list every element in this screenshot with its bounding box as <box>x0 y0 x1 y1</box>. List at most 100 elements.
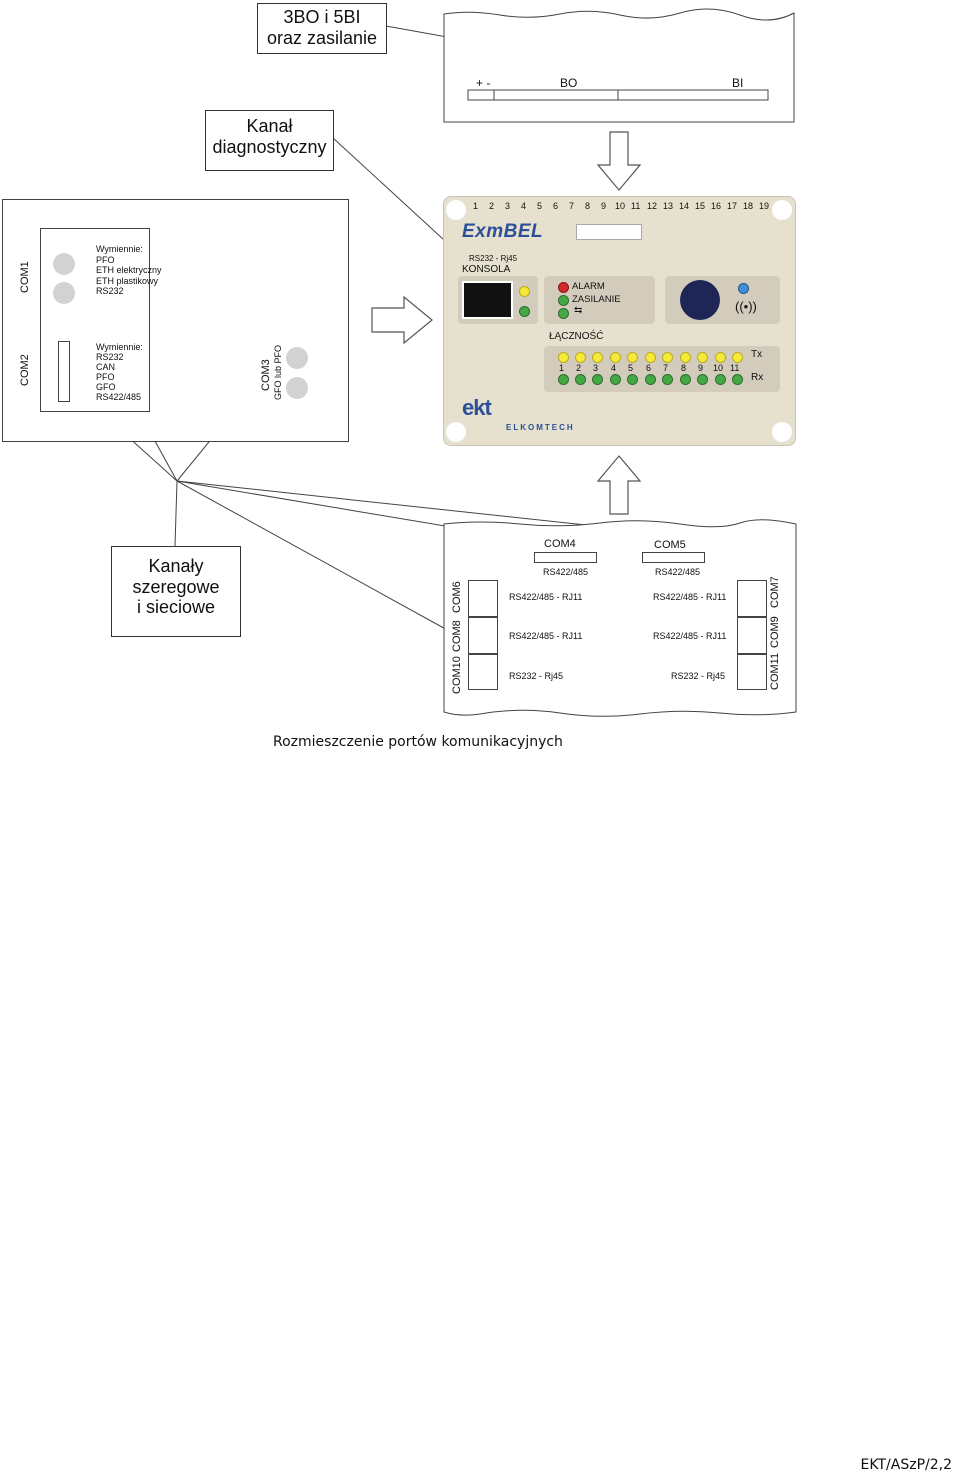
top-panel <box>443 8 795 123</box>
channel-number: 9 <box>698 363 704 373</box>
rx-led <box>558 374 569 385</box>
tx-led <box>680 352 691 363</box>
company-name: ELKOMTECH <box>506 423 575 432</box>
document-footer: EKT/ASzP/2,2 <box>860 1457 952 1473</box>
power-callout-line2: oraz zasilanie <box>266 27 378 48</box>
com5-label: COM5 <box>654 539 686 551</box>
terminal-number: 1 <box>473 201 479 211</box>
mount-hole <box>772 200 792 220</box>
rx-led <box>627 374 638 385</box>
blue-led <box>738 283 749 294</box>
connectivity-panel: 1 2 3 4 5 6 7 8 9 10 11 Tx Rx <box>544 346 780 392</box>
tx-led <box>575 352 586 363</box>
power-callout-line1: 3BO i 5BI <box>283 7 361 27</box>
console-sublabel: RS232 - Rj45 <box>469 254 518 263</box>
console-label: KONSOLA <box>462 264 511 275</box>
tx-led <box>732 352 743 363</box>
connector-lines <box>64 25 661 633</box>
tx-label: Tx <box>751 349 763 360</box>
com11-port <box>737 654 767 690</box>
com7-port <box>737 580 767 617</box>
terminal-number: 17 <box>727 201 738 211</box>
terminal-number: 18 <box>743 201 754 211</box>
channel-number: 8 <box>681 363 687 373</box>
com4-label: COM4 <box>544 538 576 550</box>
device-front: 1 2 3 4 5 6 7 8 9 10 11 12 13 14 15 16 1… <box>443 196 796 446</box>
com10-label: COM10 <box>451 656 463 694</box>
com10-port <box>468 654 498 690</box>
rx-led <box>645 374 656 385</box>
terminal-number: 13 <box>663 201 674 211</box>
com2-label: COM2 <box>19 354 31 386</box>
reset-panel: ((•)) <box>665 276 780 324</box>
power-callout: 3BO i 5BI oraz zasilanie <box>257 3 387 54</box>
rx-led <box>592 374 603 385</box>
com8-port <box>468 617 498 654</box>
brand-logo: ExmBEL <box>462 221 544 242</box>
com6-label: COM6 <box>451 581 463 613</box>
com5-port <box>642 552 705 563</box>
com5-type: RS422/485 <box>655 567 701 577</box>
rx-led <box>610 374 621 385</box>
top-panel-bo: BO <box>560 76 578 90</box>
com2-option: GFO <box>96 382 116 392</box>
diagnostic-callout-line1: Kanał <box>246 116 293 136</box>
tx-led <box>697 352 708 363</box>
com3-port-bottom <box>286 377 308 399</box>
com1-options: Wymiennie: PFO ETH elektryczny ETH plast… <box>96 244 162 297</box>
label-plate <box>576 224 642 240</box>
mount-hole <box>772 422 792 442</box>
terminal-number: 11 <box>631 201 641 211</box>
tx-led <box>627 352 638 363</box>
com9-label: COM9 <box>769 616 781 648</box>
tx-led <box>715 352 726 363</box>
terminal-number: 12 <box>647 201 658 211</box>
terminal-number: 8 <box>585 201 591 211</box>
mount-hole <box>446 200 466 220</box>
rj45-console-port <box>462 281 513 319</box>
rx-led <box>662 374 673 385</box>
tx-led <box>558 352 569 363</box>
com11-label: COM11 <box>769 652 781 690</box>
com10-type: RS232 - Rj45 <box>509 671 564 681</box>
com2-port <box>58 341 70 402</box>
terminal-number: 3 <box>505 201 511 211</box>
com1-option: Wymiennie: <box>96 244 143 254</box>
diagnostic-callout: Kanał diagnostyczny <box>205 110 334 171</box>
com2-option: Wymiennie: <box>96 342 143 352</box>
channel-number: 10 <box>713 363 724 373</box>
com8-type: RS422/485 - RJ11 <box>509 631 583 641</box>
arrow-down <box>596 131 642 191</box>
rx-led <box>680 374 691 385</box>
terminal-numbers: 1 2 3 4 5 6 7 8 9 10 11 12 13 14 15 16 1… <box>468 201 778 215</box>
channel-number: 5 <box>628 363 634 373</box>
com7-type: RS422/485 - RJ11 <box>653 592 727 602</box>
top-panel-plusminus: + - <box>476 76 491 90</box>
com1-port-bottom <box>53 282 75 304</box>
link-led <box>558 308 569 319</box>
terminal-number: 4 <box>521 201 527 211</box>
com3-label: COM3 <box>260 359 272 391</box>
tx-led <box>662 352 673 363</box>
diagnostic-callout-line2: diagnostyczny <box>212 136 327 157</box>
reset-button[interactable] <box>680 280 720 320</box>
channel-number: 7 <box>663 363 669 373</box>
channel-number: 3 <box>593 363 599 373</box>
console-led-green <box>519 306 530 317</box>
rx-label: Rx <box>751 372 764 383</box>
com1-label: COM1 <box>19 261 31 293</box>
link-arrows-icon: ⇆ <box>574 305 583 316</box>
wireless-icon: ((•)) <box>735 299 757 314</box>
com9-port <box>737 617 767 654</box>
com3-sublabel: GFO lub PFO <box>273 344 283 400</box>
power-led <box>558 295 569 306</box>
rx-led <box>715 374 726 385</box>
com8-label: COM8 <box>451 620 463 652</box>
bottom-panel <box>443 519 797 717</box>
com2-option: CAN <box>96 362 116 372</box>
channel-number: 1 <box>559 363 565 373</box>
com1-option: ETH plastikowy <box>96 275 159 286</box>
console-panel <box>458 276 538 324</box>
serial-callout-line3: i sieciowe <box>136 597 216 618</box>
arrow-right <box>371 295 433 345</box>
